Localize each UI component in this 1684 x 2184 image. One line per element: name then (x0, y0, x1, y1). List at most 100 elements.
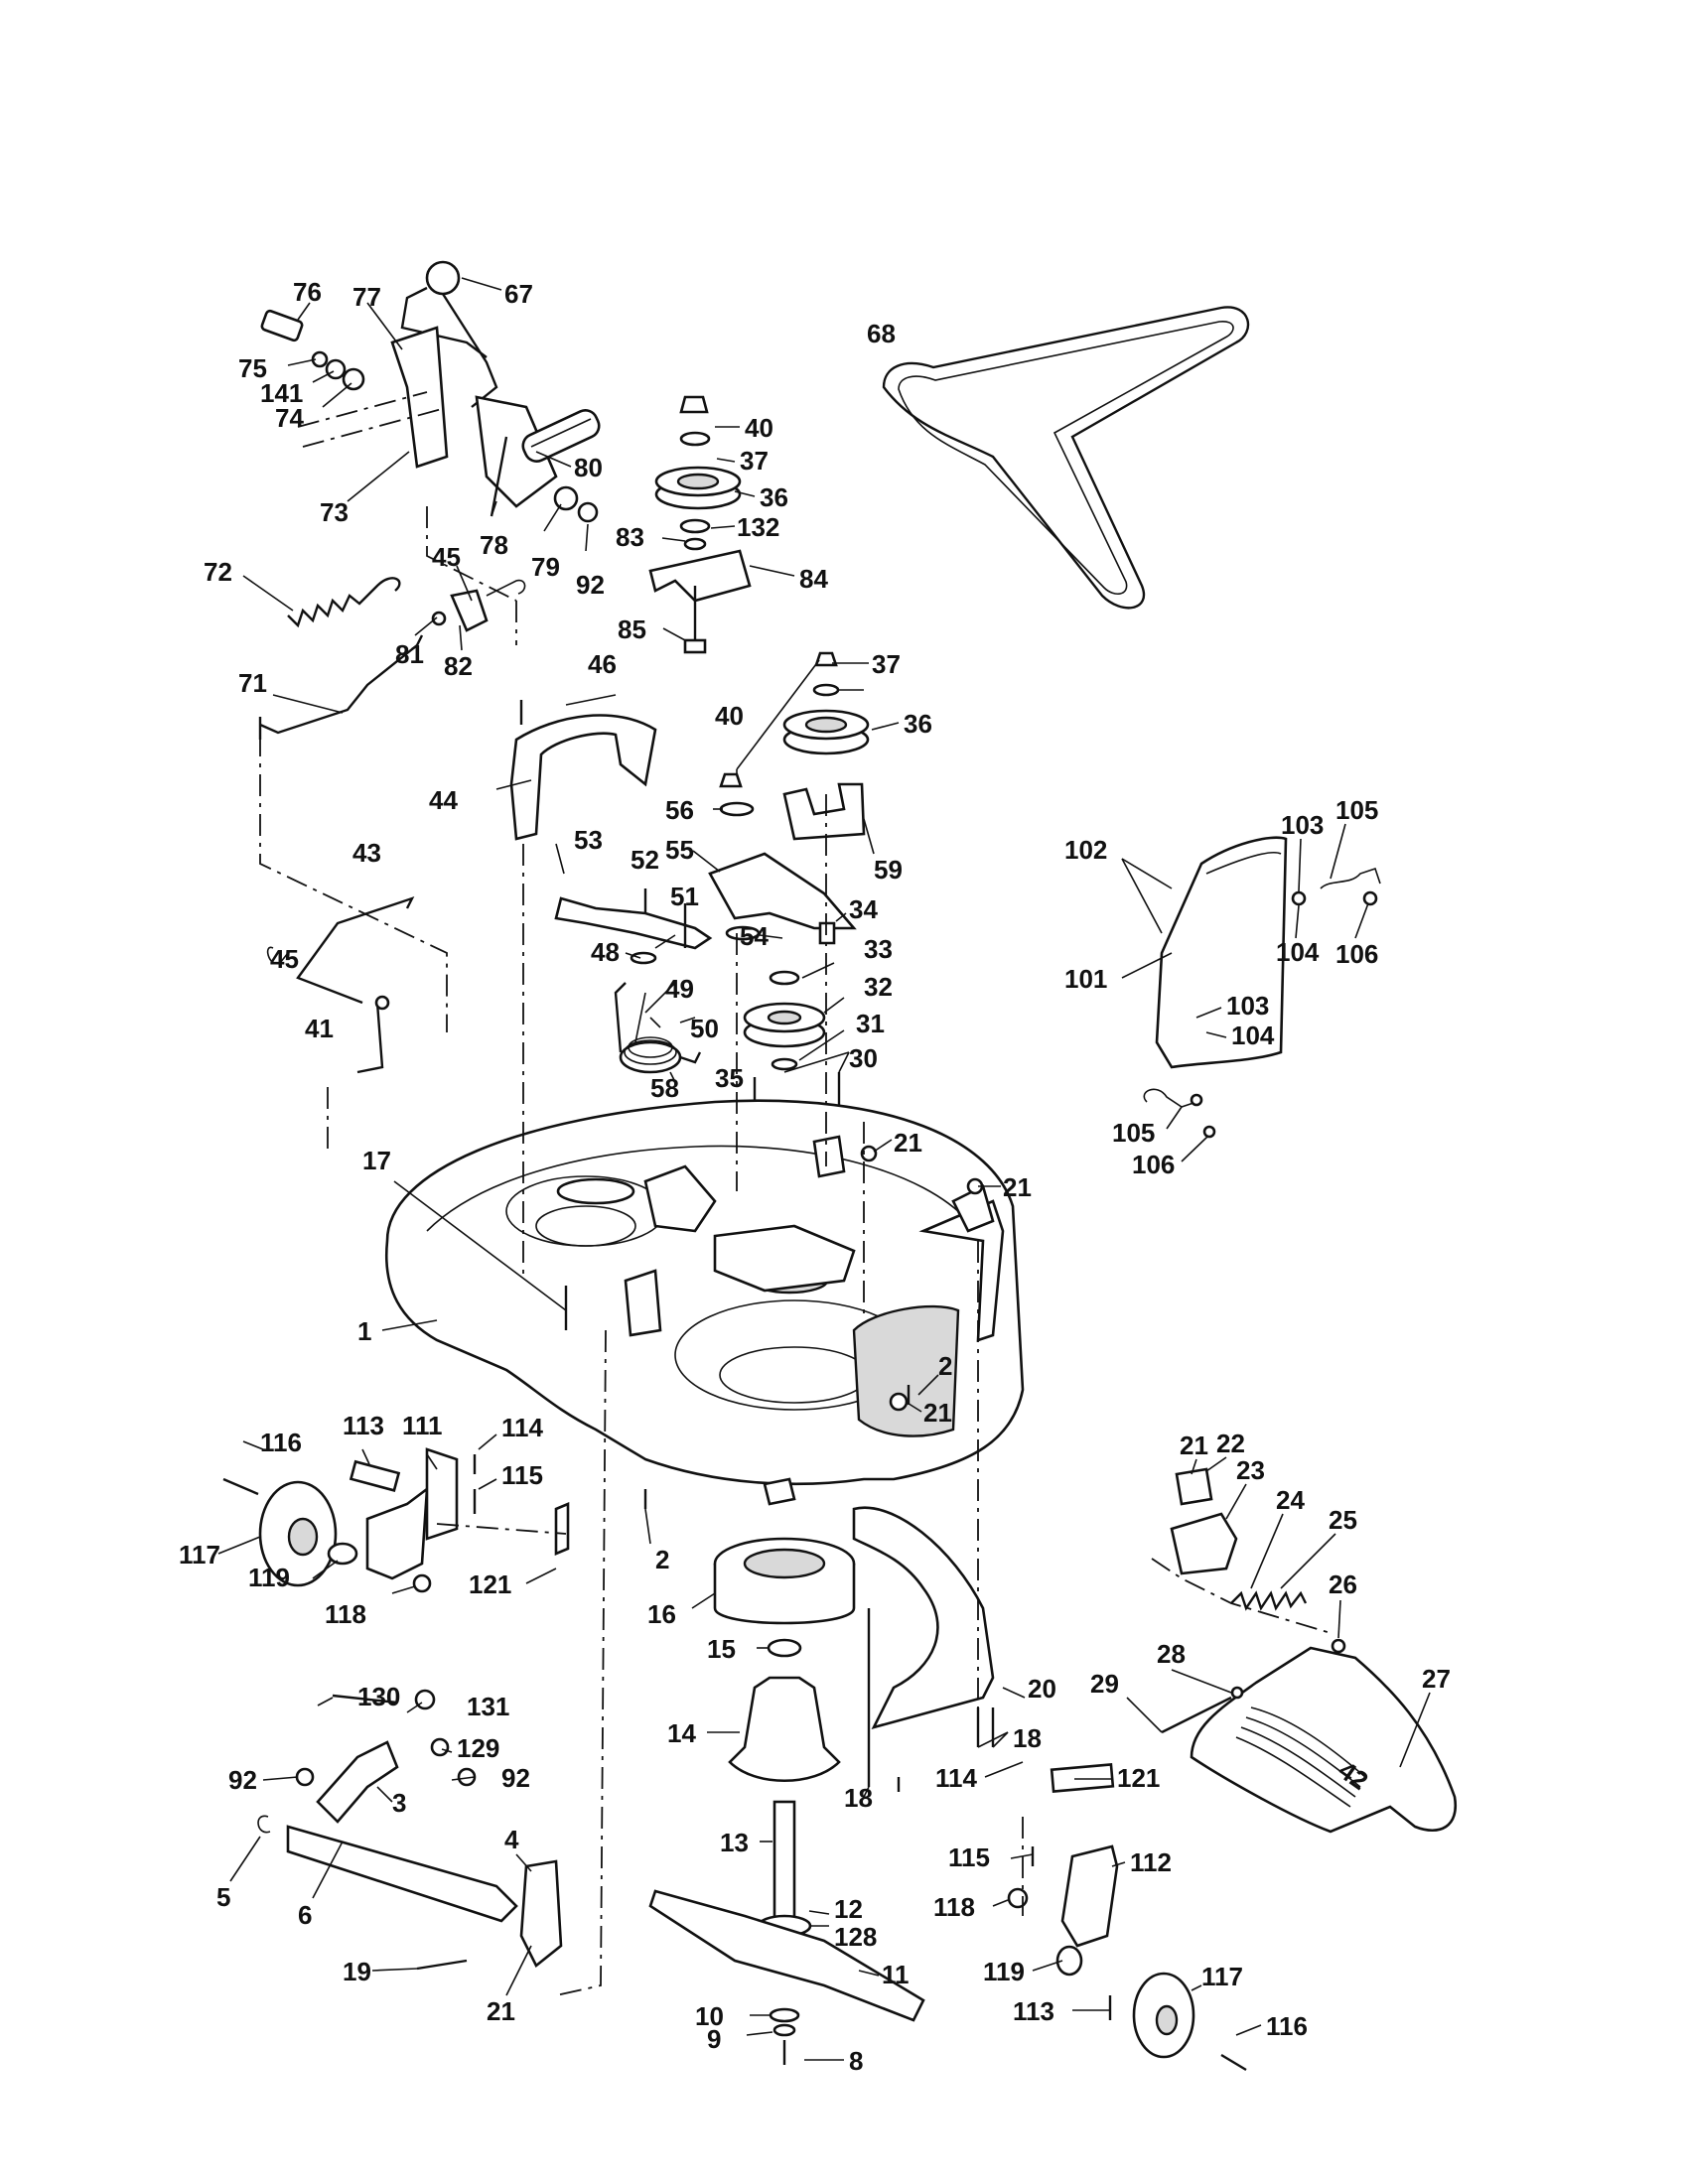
spring-72 (287, 577, 401, 628)
leader-lines (217, 277, 1431, 2061)
callout-130: 130 (357, 1682, 400, 1711)
callout-21-d: 21 (1180, 1431, 1208, 1460)
callout-44: 44 (429, 785, 458, 815)
callout-103-lower: 103 (1226, 991, 1269, 1021)
lift-link-43 (266, 895, 415, 1074)
handle-grip (521, 409, 601, 523)
callout-106-upper: 106 (1335, 939, 1378, 969)
drive-belt (882, 306, 1250, 610)
callout-18-a: 18 (1013, 1723, 1042, 1753)
callout-115-right: 115 (948, 1843, 990, 1872)
callout-59: 59 (874, 855, 903, 885)
callout-116-left: 116 (260, 1428, 302, 1457)
callout-121-left: 121 (469, 1570, 511, 1599)
callout-36-upper: 36 (760, 482, 788, 512)
callout-141: 141 (260, 378, 303, 408)
callout-16: 16 (647, 1599, 676, 1629)
callout-112: 112 (1130, 1847, 1172, 1877)
callout-55: 55 (665, 835, 694, 865)
callout-numbers: 67 76 77 75 141 74 73 80 78 79 92 45 72 … (179, 277, 1451, 2076)
callout-2-right: 2 (938, 1351, 952, 1381)
callout-81: 81 (395, 639, 424, 669)
callout-121-right: 121 (1117, 1763, 1160, 1793)
callout-119-left: 119 (248, 1563, 290, 1592)
chute-bracket-spring (1170, 1467, 1346, 1654)
callout-117-left: 117 (179, 1540, 220, 1570)
callout-21-b: 21 (1003, 1172, 1032, 1202)
callout-2-lower: 2 (655, 1545, 669, 1574)
callout-18-b: 18 (844, 1783, 873, 1813)
callout-54: 54 (740, 921, 769, 951)
callout-115-left: 115 (501, 1460, 543, 1490)
callout-21-c: 21 (923, 1398, 952, 1428)
callout-53: 53 (574, 825, 603, 855)
torsion-spring-58 (614, 982, 702, 1074)
callout-82: 82 (444, 651, 473, 681)
callout-14: 14 (667, 1718, 696, 1748)
callout-49: 49 (665, 974, 694, 1004)
callout-113-right: 113 (1013, 1996, 1054, 2026)
bracket-82 (431, 579, 526, 632)
belt-shield-44 (509, 700, 657, 841)
right-gauge-wheel (1007, 1763, 1247, 2072)
callout-15: 15 (707, 1634, 736, 1664)
deflector-101 (1143, 836, 1381, 1139)
callout-36-lower: 36 (904, 709, 932, 739)
callout-19: 19 (343, 1957, 371, 1986)
callout-83: 83 (616, 522, 644, 552)
callout-50: 50 (690, 1014, 719, 1043)
deck-screws (564, 1145, 984, 1509)
callout-11: 11 (882, 1960, 910, 1989)
callout-92-upper: 92 (576, 570, 605, 600)
callout-27: 27 (1422, 1664, 1451, 1694)
callout-1: 1 (357, 1316, 371, 1346)
callout-32: 32 (864, 972, 893, 1002)
callout-58: 58 (650, 1073, 679, 1103)
callout-117-right: 117 (1201, 1962, 1243, 1991)
callout-72: 72 (204, 557, 232, 587)
assembly-lines (259, 391, 1332, 1996)
front-hanger-20 (852, 1506, 995, 1792)
callout-21-e: 21 (487, 1996, 515, 2026)
callout-33: 33 (864, 934, 893, 964)
callout-46: 46 (588, 649, 617, 679)
idler-pulley-upper (648, 395, 752, 654)
callout-84: 84 (799, 564, 828, 594)
mower-deck-1 (384, 1099, 1025, 1506)
callout-52: 52 (631, 845, 659, 875)
callout-51: 51 (670, 882, 699, 911)
callout-71: 71 (238, 668, 267, 698)
callout-25: 25 (1329, 1505, 1357, 1535)
callout-101: 101 (1064, 964, 1107, 994)
callout-102: 102 (1064, 835, 1107, 865)
callout-40-upper: 40 (745, 413, 773, 443)
callout-80: 80 (574, 453, 603, 482)
callout-24: 24 (1276, 1485, 1305, 1515)
callout-40-lower: 40 (715, 701, 744, 731)
discharge-chute-27 (1161, 1646, 1458, 1834)
callout-114-left: 114 (501, 1413, 543, 1442)
callout-3: 3 (392, 1788, 406, 1818)
callout-21-a: 21 (894, 1128, 922, 1158)
callout-103-upper: 103 (1281, 810, 1324, 840)
blade-spindle-stack (648, 1537, 925, 2065)
callout-23: 23 (1236, 1455, 1265, 1485)
callout-37-upper: 37 (740, 446, 769, 476)
callout-104-upper: 104 (1276, 937, 1320, 967)
callout-31: 31 (856, 1009, 885, 1038)
callout-41: 41 (305, 1014, 334, 1043)
callout-131: 131 (467, 1692, 509, 1721)
callout-43: 43 (352, 838, 381, 868)
callout-116-right: 116 (1266, 2011, 1308, 2041)
callout-105-upper: 105 (1335, 795, 1378, 825)
callout-118-right: 118 (933, 1892, 975, 1922)
callout-106-lower: 106 (1132, 1150, 1175, 1179)
callout-92-left: 92 (228, 1765, 257, 1795)
lift-bolt-washers (260, 309, 365, 391)
callout-74: 74 (275, 403, 304, 433)
callout-10: 10 (695, 2001, 724, 2031)
callout-6: 6 (298, 1900, 312, 1930)
callout-129: 129 (457, 1733, 499, 1763)
callout-114-right: 114 (935, 1763, 977, 1793)
